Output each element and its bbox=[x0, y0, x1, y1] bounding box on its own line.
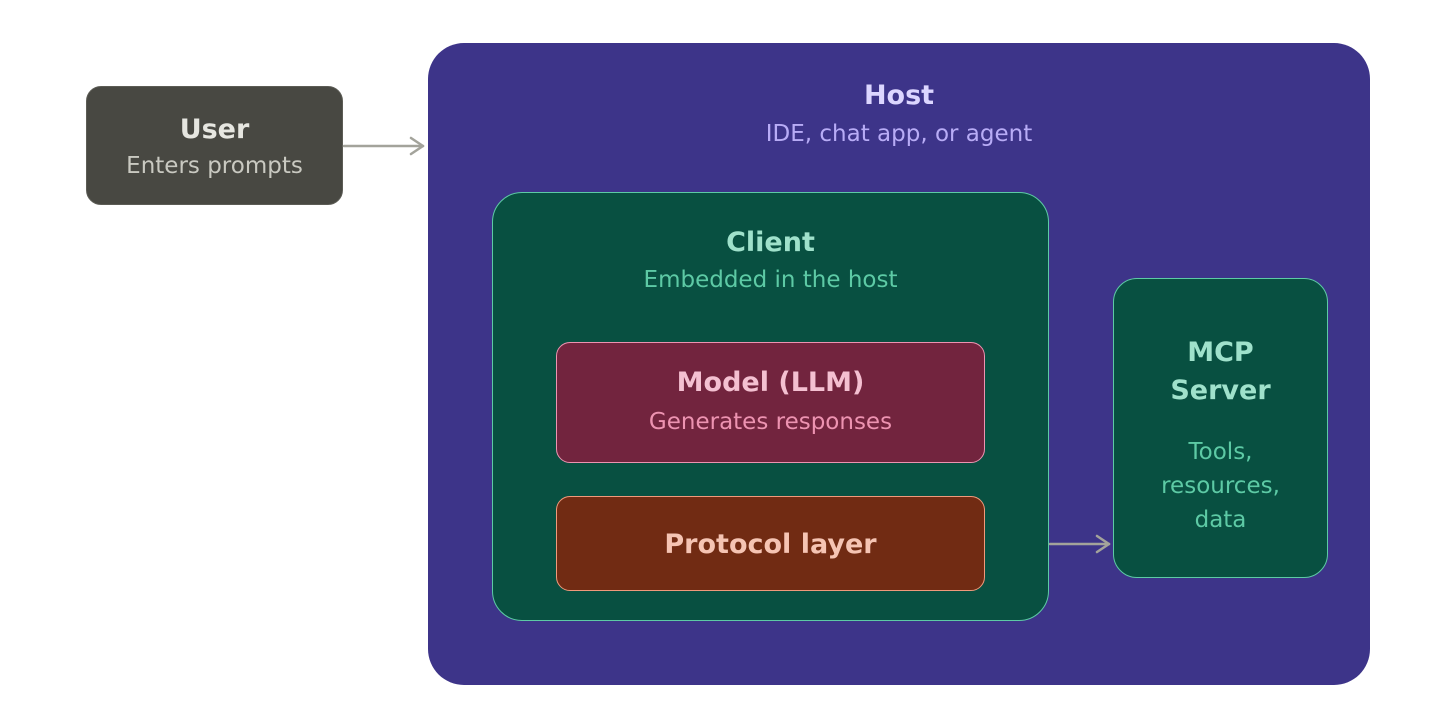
model-title: Model (LLM) bbox=[676, 367, 865, 398]
model-subtitle: Generates responses bbox=[648, 409, 893, 435]
protocol-layer-title: Protocol layer bbox=[664, 529, 877, 560]
user-subtitle: Enters prompts bbox=[126, 153, 303, 179]
model-box: Model (LLM) Generates responses bbox=[556, 342, 985, 463]
mcp-server-title-line2: Server bbox=[1170, 375, 1271, 406]
mcp-server-title-line1: MCP bbox=[1187, 337, 1254, 368]
protocol-layer-box: Protocol layer bbox=[556, 496, 985, 591]
user-box: User Enters prompts bbox=[86, 86, 343, 205]
mcp-server-desc-line2: resources, bbox=[1161, 473, 1280, 499]
mcp-server-desc-line1: Tools, bbox=[1188, 439, 1253, 465]
client-subtitle: Embedded in the host bbox=[643, 267, 898, 293]
user-title: User bbox=[179, 114, 250, 145]
host-title: Host bbox=[863, 80, 935, 111]
mcp-server-desc-line3: data bbox=[1194, 507, 1247, 533]
mcp-server-box: MCP Server Tools, resources, data bbox=[1113, 278, 1328, 578]
host-subtitle: IDE, chat app, or agent bbox=[765, 121, 1033, 147]
user-to-host-arrow bbox=[342, 136, 425, 156]
client-title: Client bbox=[726, 227, 815, 258]
